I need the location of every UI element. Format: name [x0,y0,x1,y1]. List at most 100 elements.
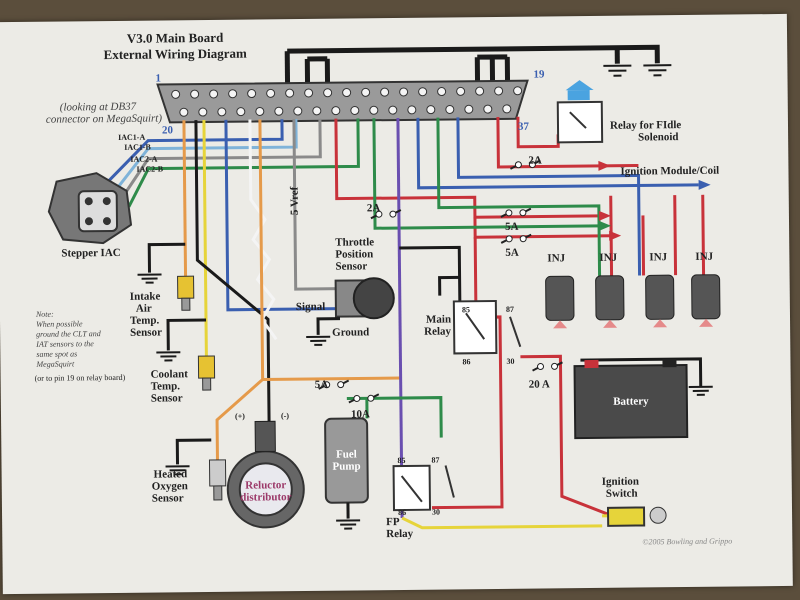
signal-label: Signal [295,300,326,314]
iat-label-1: Intake [129,290,161,303]
injector [595,275,625,328]
connector-pin [171,89,181,99]
clt-label-2: Temp. [150,380,181,393]
pin-1-label: 1 [155,72,162,85]
stepper-iac-label: Stepper IAC [61,246,121,260]
ignition-switch-label-2: Switch [605,487,638,500]
pin-19-label: 19 [533,68,545,81]
fuse-2a-top-label: 2A [528,154,542,167]
connector-pin [399,87,409,97]
battery [573,359,689,440]
distributor-label-1: Reluctor [245,479,287,492]
fuse-2a-mid-label: 2A [366,202,381,215]
tps-label-3: Sensor [335,260,368,273]
injectors [545,274,721,329]
tps-label-1: Throttle [335,236,375,249]
connector-pin [350,105,360,115]
dist-minus-label: (-) [280,411,290,421]
fp-relay-label-1: FP [386,516,400,529]
fuel-pump-label-1: Fuel [335,448,357,461]
connector-pin [407,105,417,115]
connector-pin [323,88,333,98]
ignition-output-label: Ignition Module/Coil [620,164,720,178]
connector-pin [464,104,474,114]
main-relay-pin-85: 85 [461,305,470,315]
vref-label: 5 Vref [288,186,301,216]
clt-label-3: Sensor [150,392,183,405]
connector-pin [247,89,257,99]
note-line5: same spot as [36,349,78,359]
connector-pin [426,105,436,115]
connector-pin [331,106,341,116]
connector-pin [437,87,447,97]
connector-pin [513,86,523,96]
connector-pin [285,88,295,98]
wiring-svg [47,44,721,530]
fp-relay-pin-87: 87 [431,455,440,465]
fp-relay-pin-30: 30 [431,507,441,517]
tps-label-2: Position [335,248,374,261]
output-arrows [598,160,711,241]
connector-pin [418,87,428,97]
note-line2: When possible [35,319,83,329]
fuse-20a-label: 20 A [528,378,550,391]
connector-pin [312,106,322,116]
fp-relay-label-2: Relay [386,527,414,541]
fp-relay-box [392,464,455,512]
connector-pin [380,87,390,97]
diagram-paper: V3.0 Main Board External Wiring Diagram … [0,13,793,595]
connector-pin [304,88,314,98]
fuel-pump [324,417,369,530]
db37-connector [156,79,529,124]
ignition-switch-label-1: Ignition [601,475,640,488]
main-relay-box [452,299,522,355]
connector-pin [388,105,398,115]
iac-wires [107,118,360,208]
connector-pin [209,89,219,99]
fuel-pump-label-2: Pump [332,460,361,473]
main-relay-pin-87: 87 [505,304,514,314]
iat-sensor [137,242,195,311]
stepper-iac-body [47,172,133,245]
connector-pin [179,107,189,117]
injector [645,274,675,328]
iat-label-4: Sensor [130,326,162,339]
main-relay-pin-86: 86 [462,357,471,367]
o2-sensor [165,438,227,501]
fuse [348,393,380,404]
o2-label-2: Oxygen [151,480,188,493]
o2-label-3: Sensor [151,492,184,505]
connector-pin [266,88,276,98]
fuse-10a-label: 10A [350,408,371,421]
iat-label-2: Air [135,302,152,315]
fuse-5a-low-label: 5A [314,378,329,391]
fuse [509,159,541,170]
fuse-marks [318,159,563,404]
fidle-relay [556,80,604,144]
connector-pin [494,86,504,96]
connector-pin [190,89,200,99]
iac1-b-label: IAC1-B [124,142,151,152]
fuse [318,379,350,390]
ground-symbol-top-1 [603,64,632,77]
main-relay-pin-30: 30 [506,356,515,366]
injector [691,274,721,327]
ground-label: Ground [332,326,370,339]
connector-pin [255,106,265,116]
iat-label-3: Temp. [129,314,160,327]
reluctor-distributor [226,420,305,529]
note-line1: Note: [35,309,54,319]
pin-20-label: 20 [161,124,174,137]
iac2-b-label: IAC2-B [136,164,164,174]
copyright-text: ©2005 Bowling and Grippo [642,536,733,547]
connector-pin [502,104,512,114]
note-line3: ground the CLT and [36,329,101,339]
inj1-label: INJ [547,252,566,265]
connector-pin [293,106,303,116]
connector-note-line1: (looking at DB37 [59,100,137,114]
connector-pin [369,105,379,115]
connector-note-line2: connector on MegaSquirt) [45,112,163,126]
battery-ground [688,385,713,396]
connector-pin [236,107,246,117]
